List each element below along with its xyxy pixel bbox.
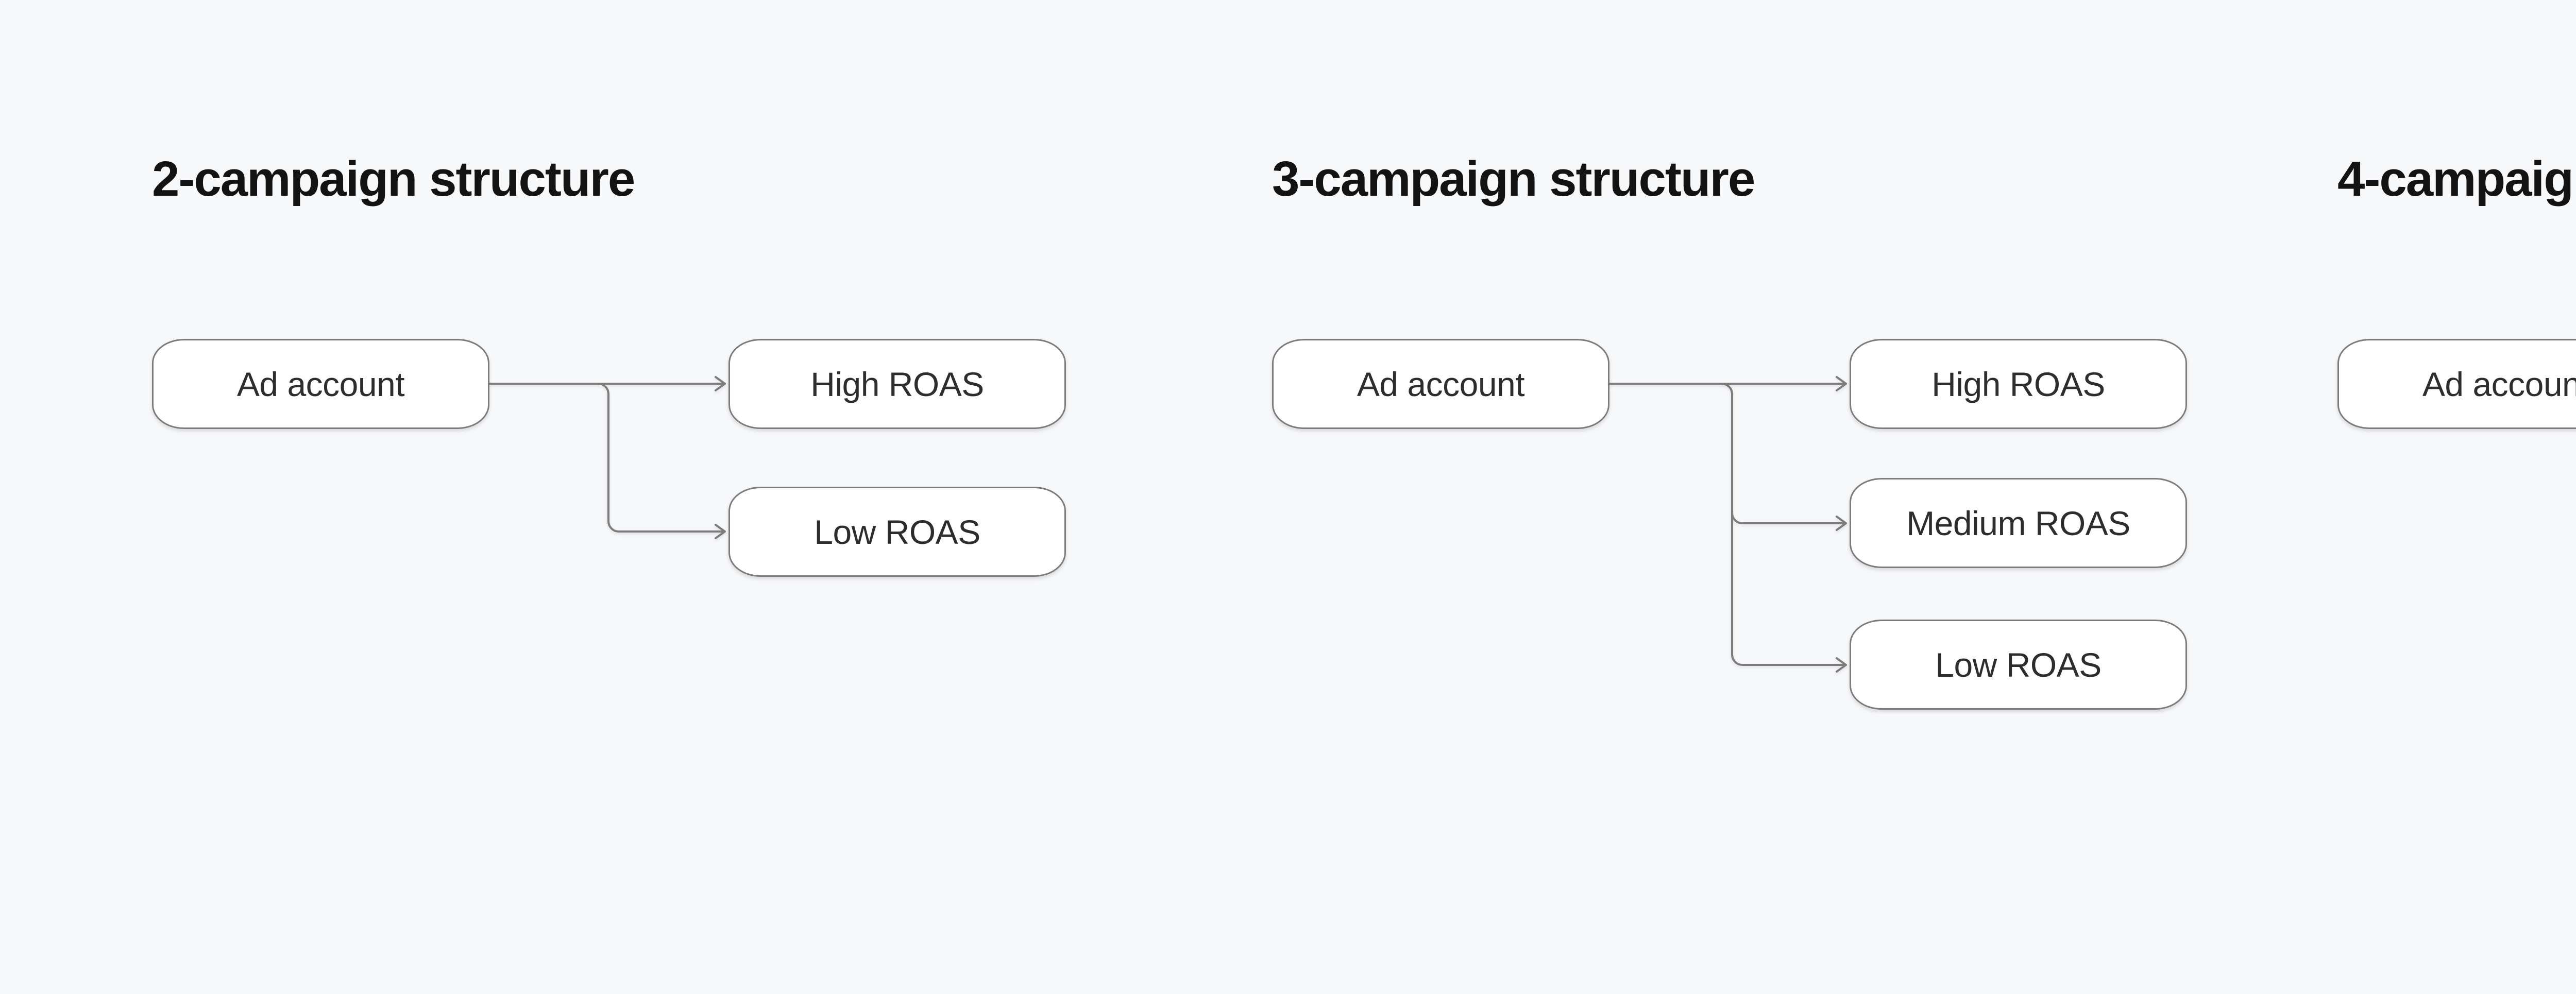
node-ad-account: Ad account [152, 339, 489, 429]
node-label: Low ROAS [814, 512, 980, 551]
node-ad-account: Ad account [2337, 339, 2576, 429]
edge-d2-ad-account-to-medium-roas [1608, 383, 1847, 531]
node-high-roas: High ROAS [1850, 339, 2187, 429]
edge-d1-ad-account-to-low-roas [488, 383, 726, 539]
node-medium-roas: Medium ROAS [1850, 478, 2187, 568]
diagram-title: 2-campaign structure [152, 151, 635, 207]
node-label: High ROAS [1931, 365, 2105, 403]
node-high-roas: High ROAS [728, 339, 1066, 429]
node-label: Ad account [236, 365, 405, 403]
diagram-title: 3-campaign structure [1272, 151, 1755, 207]
node-label: Ad account [2422, 365, 2576, 403]
node-low-roas: Low ROAS [1850, 620, 2187, 710]
edge-d2-ad-account-to-low-roas [1608, 383, 1847, 673]
node-label: Ad account [1357, 365, 1525, 403]
diagram-title: 4-campaign structure [2337, 151, 2576, 207]
node-low-roas: Low ROAS [728, 487, 1066, 577]
node-label: Medium ROAS [1906, 504, 2130, 542]
node-label: Low ROAS [1935, 645, 2102, 684]
node-ad-account: Ad account [1272, 339, 1609, 429]
node-label: High ROAS [810, 365, 984, 403]
